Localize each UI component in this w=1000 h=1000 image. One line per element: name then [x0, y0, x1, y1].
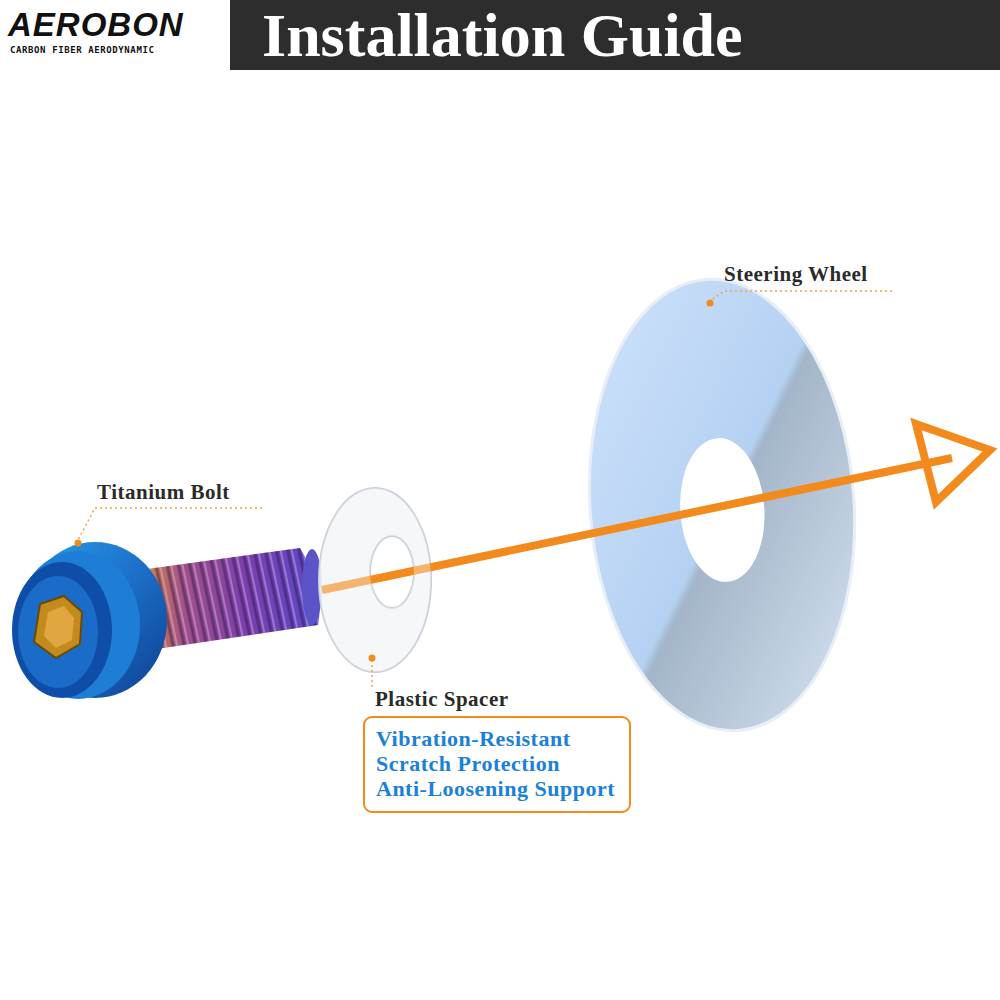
callout-box: Plastic SpacerVibration-ResistantScratch… [363, 686, 631, 813]
page-title: Installation Guide [262, 2, 743, 68]
callout-heading: Plastic Spacer [363, 686, 631, 716]
logo-tagline: CARBON FIBER AERODYNAMIC [10, 44, 154, 56]
part-label: Steering Wheel [724, 262, 868, 287]
part-label: Titanium Bolt [97, 480, 230, 505]
feature-text: Scratch Protection [376, 751, 615, 776]
feature-text: Anti-Loosening Support [376, 776, 615, 801]
logo-text: AEROBON [8, 6, 184, 44]
callout-frame: Vibration-ResistantScratch ProtectionAnt… [363, 716, 631, 813]
feature-text: Vibration-Resistant [376, 726, 615, 751]
